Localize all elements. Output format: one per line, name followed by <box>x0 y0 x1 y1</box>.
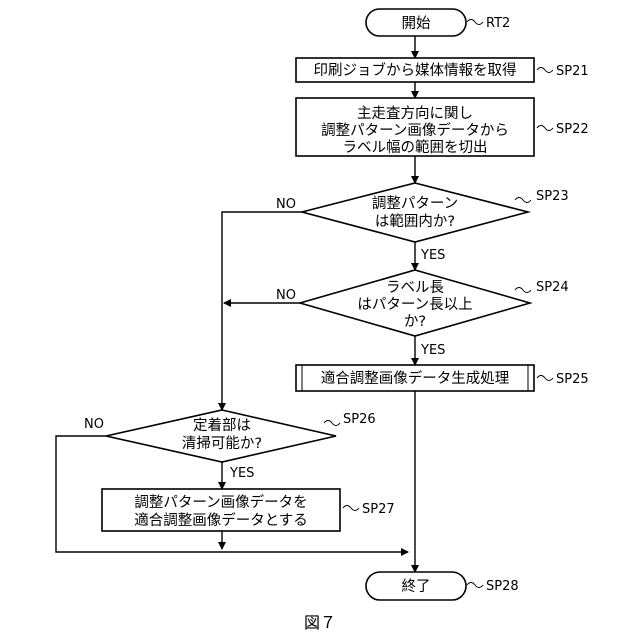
ref-sp27: SP27 <box>362 502 395 517</box>
sp26-yes-label: YES <box>229 466 254 481</box>
path-sp23-no <box>222 212 302 410</box>
ref-sp24: SP24 <box>536 280 569 295</box>
process-sp22: 主走査方向に関し 調整パターン画像データから ラベル幅の範囲を切出 SP22 <box>296 98 589 156</box>
decision-sp24: ラベル長 はパターン長以上 か? SP24 NO YES <box>276 270 569 358</box>
sp22-line-2: 調整パターン画像データから <box>321 121 509 139</box>
ref-leader-sp25 <box>537 376 553 381</box>
ref-leader-sp26 <box>324 421 340 426</box>
ref-leader-sp22 <box>537 126 553 131</box>
decision-sp23: 調整パターン は範囲内か? SP23 NO YES <box>276 183 569 263</box>
decision-sp26: 定着部は 清掃可能か? SP26 NO YES <box>84 410 376 481</box>
start-terminal: 開始 RT2 <box>366 9 510 36</box>
sp27-line-1: 調整パターン画像データを <box>134 493 307 511</box>
ref-sp26: SP26 <box>343 412 376 427</box>
ref-rt2: RT2 <box>486 16 510 31</box>
ref-sp23: SP23 <box>536 189 569 204</box>
sp24-no-label: NO <box>276 288 296 303</box>
sp23-no-label: NO <box>276 197 296 212</box>
ref-leader-sp27 <box>343 506 359 511</box>
ref-leader-sp23 <box>515 198 531 203</box>
sp24-line-1: ラベル長 <box>386 280 444 296</box>
sp26-line-1: 定着部は <box>193 417 251 434</box>
end-label: 終了 <box>402 578 431 595</box>
ref-sp28: SP28 <box>486 579 519 594</box>
end-terminal: 終了 SP28 <box>366 572 519 600</box>
sp21-label: 印刷ジョブから媒体情報を取得 <box>314 61 517 79</box>
start-label: 開始 <box>402 15 431 32</box>
sp23-line-2: は範囲内か? <box>375 212 455 230</box>
process-sp25: 適合調整画像データ生成処理 SP25 <box>296 365 589 391</box>
sp26-no-label: NO <box>84 417 104 432</box>
ref-leader-sp28 <box>467 583 483 588</box>
sp24-line-2: はパターン長以上 <box>357 296 472 313</box>
process-sp27: 調整パターン画像データを 適合調整画像データとする SP27 <box>102 489 395 531</box>
sp24-line-3: か? <box>404 313 426 330</box>
sp23-yes-label: YES <box>420 248 445 263</box>
sp27-line-2: 適合調整画像データとする <box>134 511 308 529</box>
sp24-yes-label: YES <box>420 343 445 358</box>
sp25-label: 適合調整画像データ生成処理 <box>321 369 510 387</box>
ref-leader-rt2 <box>467 20 483 25</box>
ref-leader-sp24 <box>515 288 531 293</box>
ref-sp22: SP22 <box>556 122 589 137</box>
sp22-line-1: 主走査方向に関し <box>357 105 473 122</box>
process-sp21: 印刷ジョブから媒体情報を取得 SP21 <box>296 58 589 82</box>
sp26-line-2: 清掃可能か? <box>182 434 262 452</box>
figure-label: 図７ <box>304 613 336 632</box>
sp22-line-3: ラベル幅の範囲を切出 <box>343 138 488 156</box>
ref-leader-sp21 <box>537 68 553 73</box>
ref-sp21: SP21 <box>556 64 589 79</box>
ref-sp25: SP25 <box>556 372 589 387</box>
sp23-line-1: 調整パターン <box>372 195 458 212</box>
